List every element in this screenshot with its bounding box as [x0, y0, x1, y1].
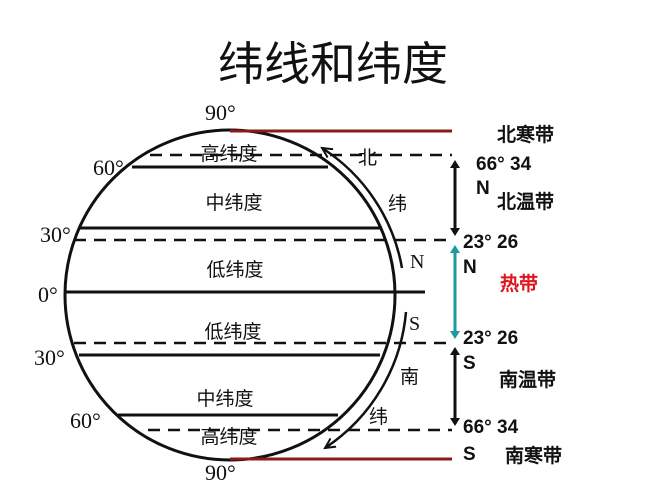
label-30s: 30° [34, 345, 65, 370]
south-latitude-arrow [325, 311, 408, 448]
label-90n: 90° [205, 100, 236, 125]
zone-north-mid: 中纬度 [205, 192, 262, 214]
zone-south-high: 高纬度 [200, 426, 257, 448]
label-60n: 60° [93, 155, 124, 180]
value-66s: 66° 34 [463, 417, 519, 438]
belt-north-temperate: 北温带 [497, 191, 554, 213]
page-title: 纬线和纬度 [218, 37, 448, 91]
zone-north-high: 高纬度 [200, 143, 257, 165]
zone-south-mid: 中纬度 [196, 388, 253, 410]
value-66n: 66° 34 [476, 154, 532, 175]
arc-south-char2: 纬 [369, 406, 388, 428]
hemi-23n: N [463, 257, 477, 278]
belt-south-frigid: 南寒带 [505, 444, 562, 467]
belt-north-frigid: 北寒带 [497, 123, 554, 146]
label-60s: 60° [70, 408, 101, 433]
label-0: 0° [38, 282, 58, 307]
arc-north-letter: N [410, 251, 424, 273]
label-30n: 30° [40, 222, 71, 247]
value-23n: 23° 26 [463, 232, 518, 253]
hemi-23s: S [463, 353, 476, 374]
arc-north-char2: 纬 [388, 193, 407, 215]
north-latitude-arrow [322, 148, 404, 269]
label-90s: 90° [205, 460, 236, 485]
arc-north-char1: 北 [358, 147, 377, 169]
arc-south-letter: S [409, 313, 420, 335]
belt-torrid: 热带 [500, 272, 538, 295]
arc-south-char1: 南 [400, 366, 419, 388]
zone-north-low: 低纬度 [206, 259, 263, 281]
zone-south-low: 低纬度 [204, 321, 261, 343]
hemi-66s: S [463, 444, 476, 465]
value-23s: 23° 26 [463, 328, 518, 349]
hemi-66n: N [476, 178, 490, 199]
belt-south-temperate: 南温带 [499, 369, 556, 391]
